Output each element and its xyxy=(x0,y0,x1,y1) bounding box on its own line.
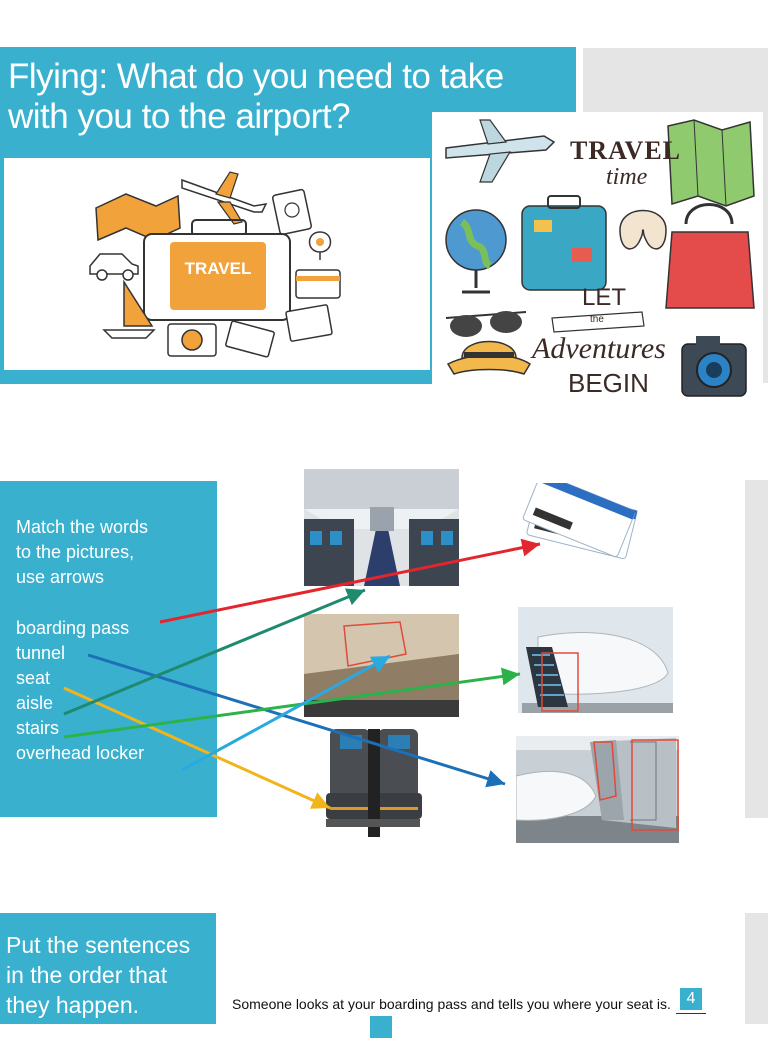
travel-illustration: TRAVEL xyxy=(4,158,430,370)
instruction-line-1: Match the words xyxy=(16,517,149,537)
instruction-line-2: to the pictures, xyxy=(16,542,135,562)
arrow-boarding-pass xyxy=(159,538,541,624)
title-line-2: with you to the airport? xyxy=(8,97,351,136)
order-instructions: Put the sentences in the order that they… xyxy=(6,930,190,1020)
arrow-stairs xyxy=(63,667,521,739)
order-instruction-line-3: they happen. xyxy=(6,992,140,1018)
match-instructions: Match the words to the pictures, use arr… xyxy=(16,515,148,590)
word-overhead-locker: overhead locker xyxy=(16,743,145,763)
suitcase-icon xyxy=(521,195,607,291)
bottom-grey-panel xyxy=(745,913,768,1024)
arrow-aisle xyxy=(63,588,366,716)
lettering-begin: BEGIN xyxy=(568,368,649,398)
travel-time-heading: TRAVEL xyxy=(570,136,682,165)
instruction-line-3: use arrows xyxy=(16,567,105,587)
travel-badge: TRAVEL xyxy=(184,259,252,278)
overhead-locker-icon xyxy=(304,614,459,717)
picture-overhead-locker xyxy=(304,614,459,717)
word-stairs: stairs xyxy=(16,718,60,738)
map-icon xyxy=(667,119,755,207)
order-instruction-line-2: in the order that xyxy=(6,962,168,988)
arrow-tunnel xyxy=(87,653,506,788)
middle-grey-panel xyxy=(745,480,768,818)
cabin-aisle-icon xyxy=(304,469,459,586)
travel-collage: TRAVEL time LET the Adventures BEGIN xyxy=(432,112,763,402)
neck-pillow-icon xyxy=(619,209,667,250)
order-instruction-line-1: Put the sentences xyxy=(6,932,191,958)
travel-collage-illustrations xyxy=(445,119,755,397)
word-list: boarding pass tunnel seat aisle stairs o… xyxy=(16,616,144,766)
sentence-1: Someone looks at your boarding pass and … xyxy=(232,996,671,1012)
lettering-adventures: Adventures xyxy=(532,332,666,365)
title-line-1: Flying: What do you need to take xyxy=(8,57,504,96)
order-sentences-panel: Put the sentences in the order that they… xyxy=(0,913,216,1024)
sentence-1-order-box[interactable]: 4 xyxy=(680,988,702,1010)
picture-stairs xyxy=(518,607,673,713)
word-aisle: aisle xyxy=(16,693,54,713)
match-words-panel: Match the words to the pictures, use arr… xyxy=(0,481,217,817)
sentence-1-underline xyxy=(676,1013,706,1014)
travel-time-script: time xyxy=(606,164,648,190)
bucket-hat-icon xyxy=(446,340,532,375)
word-boarding-pass: boarding pass xyxy=(16,618,130,638)
picture-boarding-pass xyxy=(518,483,640,569)
sentence-2-order-box[interactable] xyxy=(370,1016,392,1038)
sunglasses-icon xyxy=(445,311,527,337)
airplane-stairs-icon xyxy=(522,632,673,713)
airplane-icon xyxy=(445,119,556,183)
handbag-icon xyxy=(665,203,755,309)
lettering-the: the xyxy=(590,314,604,325)
arrow-seat xyxy=(63,686,331,810)
jet-bridge-tunnel-icon xyxy=(516,736,679,843)
lettering-let: LET xyxy=(582,284,627,311)
travel-suitcase-icon xyxy=(89,171,341,358)
arrow-overhead-locker xyxy=(181,654,391,772)
word-tunnel: tunnel xyxy=(16,643,66,663)
boarding-pass-icon xyxy=(522,483,638,560)
globe-icon xyxy=(445,209,507,294)
word-seat: seat xyxy=(16,668,51,688)
picture-aisle xyxy=(304,469,459,586)
camera-icon xyxy=(681,336,747,397)
picture-tunnel xyxy=(516,736,679,843)
